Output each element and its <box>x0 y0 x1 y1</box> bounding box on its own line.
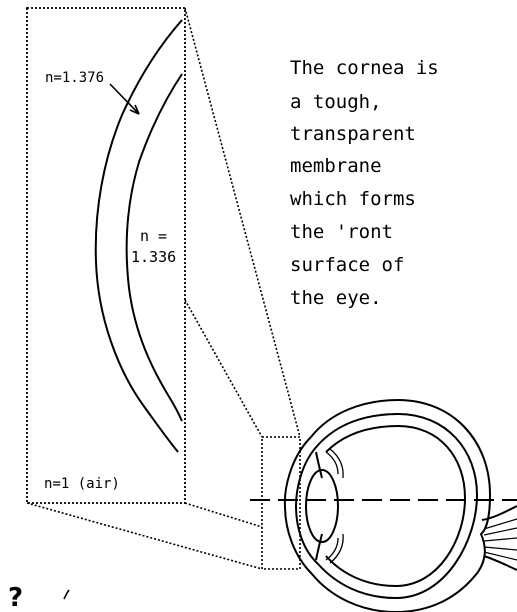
help-question-icon[interactable]: ? <box>8 583 23 612</box>
projection-line-mid <box>184 299 263 438</box>
eye-cornea-inner <box>294 444 319 565</box>
eye-ciliary-body <box>325 448 344 564</box>
air-index-label: n=1 (air) <box>44 476 120 492</box>
inner-region-index-label-line2: 1.336 <box>131 248 176 266</box>
caption-line-1: The cornea is <box>290 57 439 79</box>
cornea-detail-box <box>261 436 301 570</box>
optic-nerve-sheath <box>481 505 517 571</box>
stray-mark <box>63 589 70 600</box>
caption-line-7: surface of <box>290 254 404 276</box>
eye-iris-upper <box>315 451 323 479</box>
eye-cornea-outer <box>283 436 313 575</box>
caption-line-4: membrane <box>290 155 382 177</box>
eye-cross-section <box>283 398 517 612</box>
magnified-cornea <box>94 19 183 453</box>
optic-nerve-fibers <box>483 518 517 561</box>
eye-sclera-outer <box>310 398 492 612</box>
projection-line-top <box>184 7 301 438</box>
projection-line-lower <box>184 502 263 528</box>
magnification-projection-lines <box>26 7 301 570</box>
eye-iris-lower <box>315 533 323 561</box>
caption-block: The cornea is a tough, transparent membr… <box>290 57 439 309</box>
caption-line-3: transparent <box>290 123 416 145</box>
eye-retina <box>325 424 467 588</box>
caption-line-8: the eye. <box>290 287 382 309</box>
magnified-view-frame <box>26 7 186 504</box>
projection-line-bottom <box>26 502 263 570</box>
eye-lens <box>305 469 339 543</box>
caption-line-5: which forms <box>290 188 416 210</box>
inner-region-index-label-line1: n = <box>140 227 167 245</box>
outer-layer-index-label: n=1.376 <box>45 70 104 86</box>
caption-line-6: the 'ront <box>290 221 393 243</box>
caption-line-2: a tough, <box>290 91 382 113</box>
cornea-inner-surface <box>125 73 183 422</box>
cornea-outer-surface <box>94 19 183 453</box>
outer-index-arrow <box>109 83 140 115</box>
eye-sclera-inner <box>317 412 479 600</box>
